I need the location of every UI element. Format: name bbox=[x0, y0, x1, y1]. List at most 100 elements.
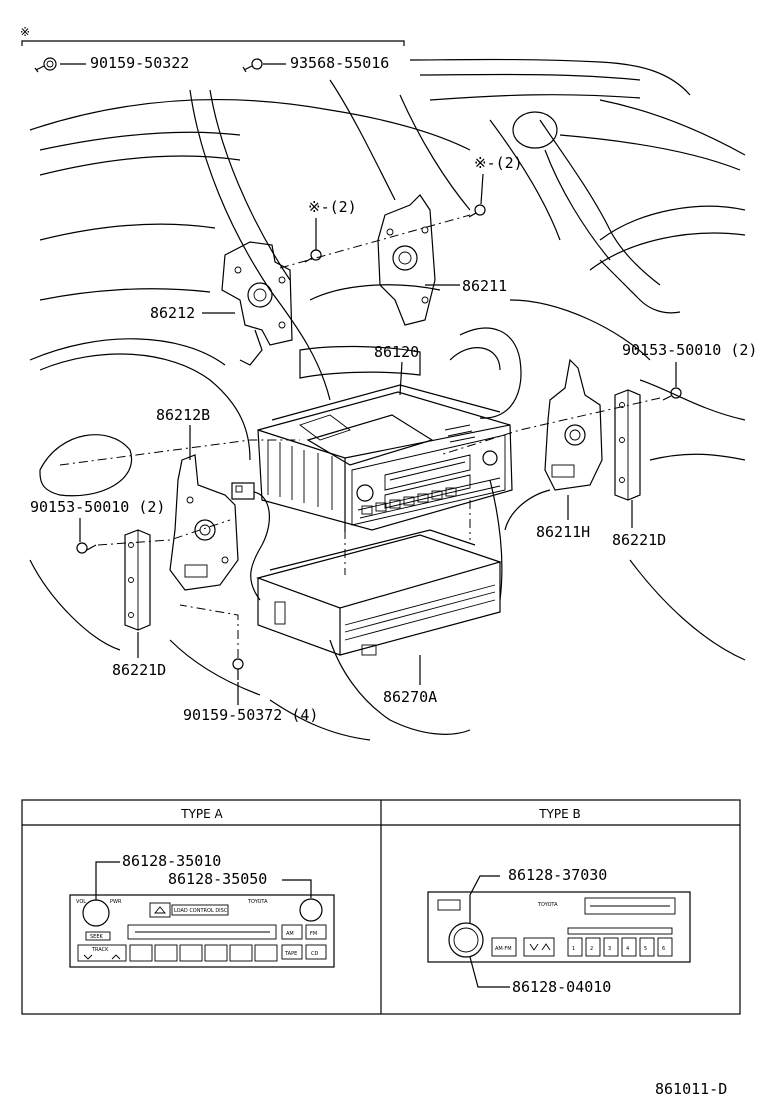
bracket-86211H bbox=[504, 358, 603, 531]
callout-86211H: 86211H bbox=[536, 523, 590, 541]
callout-86270A: 86270A bbox=[383, 688, 437, 706]
radio-a-tape-button bbox=[281, 944, 303, 960]
type-a-title: TYPE A bbox=[180, 807, 223, 821]
fastener-a-number: 90159-50322 bbox=[90, 54, 189, 72]
rail-86221D-right bbox=[614, 389, 641, 501]
radio-b-amfm-button bbox=[491, 937, 517, 957]
radio-a-seek-button bbox=[85, 931, 111, 941]
callout-86221D-right: 86221D bbox=[612, 531, 666, 549]
screw-icon bbox=[662, 387, 682, 401]
radio-a-fm-label: FM bbox=[310, 931, 317, 937]
radio-a-am-button bbox=[281, 924, 303, 940]
bolt-icon bbox=[34, 57, 57, 73]
radio-b-preset-5 bbox=[639, 937, 655, 957]
callout-90159-bottom: 90159-50372 (4) bbox=[183, 706, 318, 724]
callout-mark-2-left: ※-(2) bbox=[308, 198, 357, 216]
type-b-part-2: 86128-04010 bbox=[512, 978, 611, 996]
radio-a-cd-label: CD bbox=[311, 951, 318, 957]
radio-b-faceplate bbox=[427, 891, 691, 963]
dashboard-outline bbox=[29, 58, 746, 741]
type-b-part-1: 86128-37030 bbox=[508, 866, 607, 884]
radio-a-brand: TOYOTA bbox=[247, 899, 268, 905]
radio-b-preset-3 bbox=[603, 937, 619, 957]
head-unit-86120 bbox=[257, 384, 513, 532]
radio-a-am-label: AM bbox=[286, 931, 294, 937]
leader-line bbox=[469, 956, 510, 988]
cd-changer-86270A bbox=[256, 529, 503, 656]
leader-line bbox=[469, 875, 500, 923]
callout-mark-2-right: ※-(2) bbox=[474, 154, 523, 172]
alignment-line bbox=[179, 604, 239, 658]
eject-icon bbox=[154, 906, 166, 914]
note-mark: ※ bbox=[20, 25, 30, 39]
callout-86212B: 86212B bbox=[156, 406, 210, 424]
legend-bracket bbox=[21, 40, 405, 46]
bracket-86211 bbox=[377, 194, 436, 326]
radio-a-faceplate bbox=[69, 894, 335, 968]
fastener-b-number: 93568-55016 bbox=[290, 54, 389, 72]
type-a-part-1: 86128-35010 bbox=[122, 852, 221, 870]
callout-86212: 86212 bbox=[150, 304, 195, 322]
radio-a-fm-button bbox=[305, 924, 327, 940]
radio-a-pwr-label: PWR bbox=[110, 899, 122, 905]
radio-b-preset-4-label: 4 bbox=[626, 946, 629, 952]
leader-line bbox=[95, 861, 120, 900]
radio-b-display bbox=[584, 897, 676, 915]
radio-b-volume-knob bbox=[448, 922, 484, 958]
fastener-legend: ※ 90159-50322 93568-55016 bbox=[20, 25, 405, 73]
radio-type-a: VOL PWR TOYOTA LOAD CONTROL DISC AM FM S… bbox=[69, 861, 335, 968]
callout-86221D-left: 86221D bbox=[112, 661, 166, 679]
screw-icon bbox=[76, 542, 97, 554]
radio-a-eject-button bbox=[149, 902, 171, 918]
leader-line bbox=[399, 361, 403, 396]
callout-90153-left: 90153-50010 (2) bbox=[30, 498, 165, 516]
radio-b-preset-6-label: 6 bbox=[662, 946, 665, 952]
alignment-line bbox=[97, 519, 231, 546]
type-table: TYPE A TYPE B VOL PWR TOYOTA LOAD CONTRO… bbox=[21, 799, 741, 1015]
head-unit-face bbox=[351, 434, 506, 526]
screw-icon bbox=[232, 658, 244, 680]
radio-b-preset-6 bbox=[657, 937, 673, 957]
radio-b-preset-5-label: 5 bbox=[644, 946, 647, 952]
leader-line bbox=[480, 173, 484, 205]
connector-plug bbox=[231, 482, 270, 601]
radio-a-tape-slot bbox=[127, 924, 277, 940]
type-b-title: TYPE B bbox=[538, 807, 581, 821]
radio-b-brand: TOYOTA bbox=[537, 902, 558, 908]
leader-line bbox=[282, 879, 312, 898]
radio-b-preset-3-label: 3 bbox=[608, 946, 611, 952]
bracket-86212B bbox=[169, 454, 239, 591]
radio-a-cd-button bbox=[305, 944, 327, 960]
alignment-line bbox=[344, 500, 471, 575]
radio-b-tune-rocker bbox=[523, 937, 555, 957]
radio-a-display-text: LOAD CONTROL DISC bbox=[174, 908, 228, 914]
alignment-line bbox=[59, 439, 300, 466]
screw-icon bbox=[304, 249, 322, 263]
screw-icon bbox=[468, 204, 486, 218]
radio-a-seek-label: SEEK bbox=[90, 934, 103, 940]
radio-b-preset-4 bbox=[621, 937, 637, 957]
type-a-part-2: 86128-35050 bbox=[168, 870, 267, 888]
radio-a-tuning-knob bbox=[299, 898, 323, 922]
radio-b-preset-1-label: 1 bbox=[572, 946, 575, 952]
callout-86211: 86211 bbox=[462, 277, 507, 295]
radio-b-preset-2 bbox=[585, 937, 601, 957]
rail-86221D-left bbox=[124, 529, 151, 631]
bracket-86212 bbox=[221, 241, 293, 366]
radio-a-vol-label: VOL bbox=[76, 899, 86, 905]
radio-a-tape-label: TAPE bbox=[284, 951, 297, 957]
alignment-line bbox=[279, 214, 471, 269]
alignment-line bbox=[439, 397, 661, 456]
clip-icon bbox=[242, 58, 263, 73]
radio-a-display bbox=[171, 904, 229, 916]
diagram-code: 861011-D bbox=[655, 1080, 727, 1098]
callout-90153-right: 90153-50010 (2) bbox=[622, 341, 757, 359]
radio-a-track-rocker bbox=[77, 944, 127, 962]
radio-type-b: TOYOTA AM·FM 1 2 3 4 5 6 bbox=[427, 875, 691, 988]
radio-b-preset-2-label: 2 bbox=[590, 946, 593, 952]
radio-b-amfm-label: AM·FM bbox=[495, 946, 512, 952]
radio-a-track-label: TRACK bbox=[91, 947, 109, 953]
callout-86120: 86120 bbox=[374, 343, 419, 361]
radio-b-preset-1 bbox=[567, 937, 583, 957]
